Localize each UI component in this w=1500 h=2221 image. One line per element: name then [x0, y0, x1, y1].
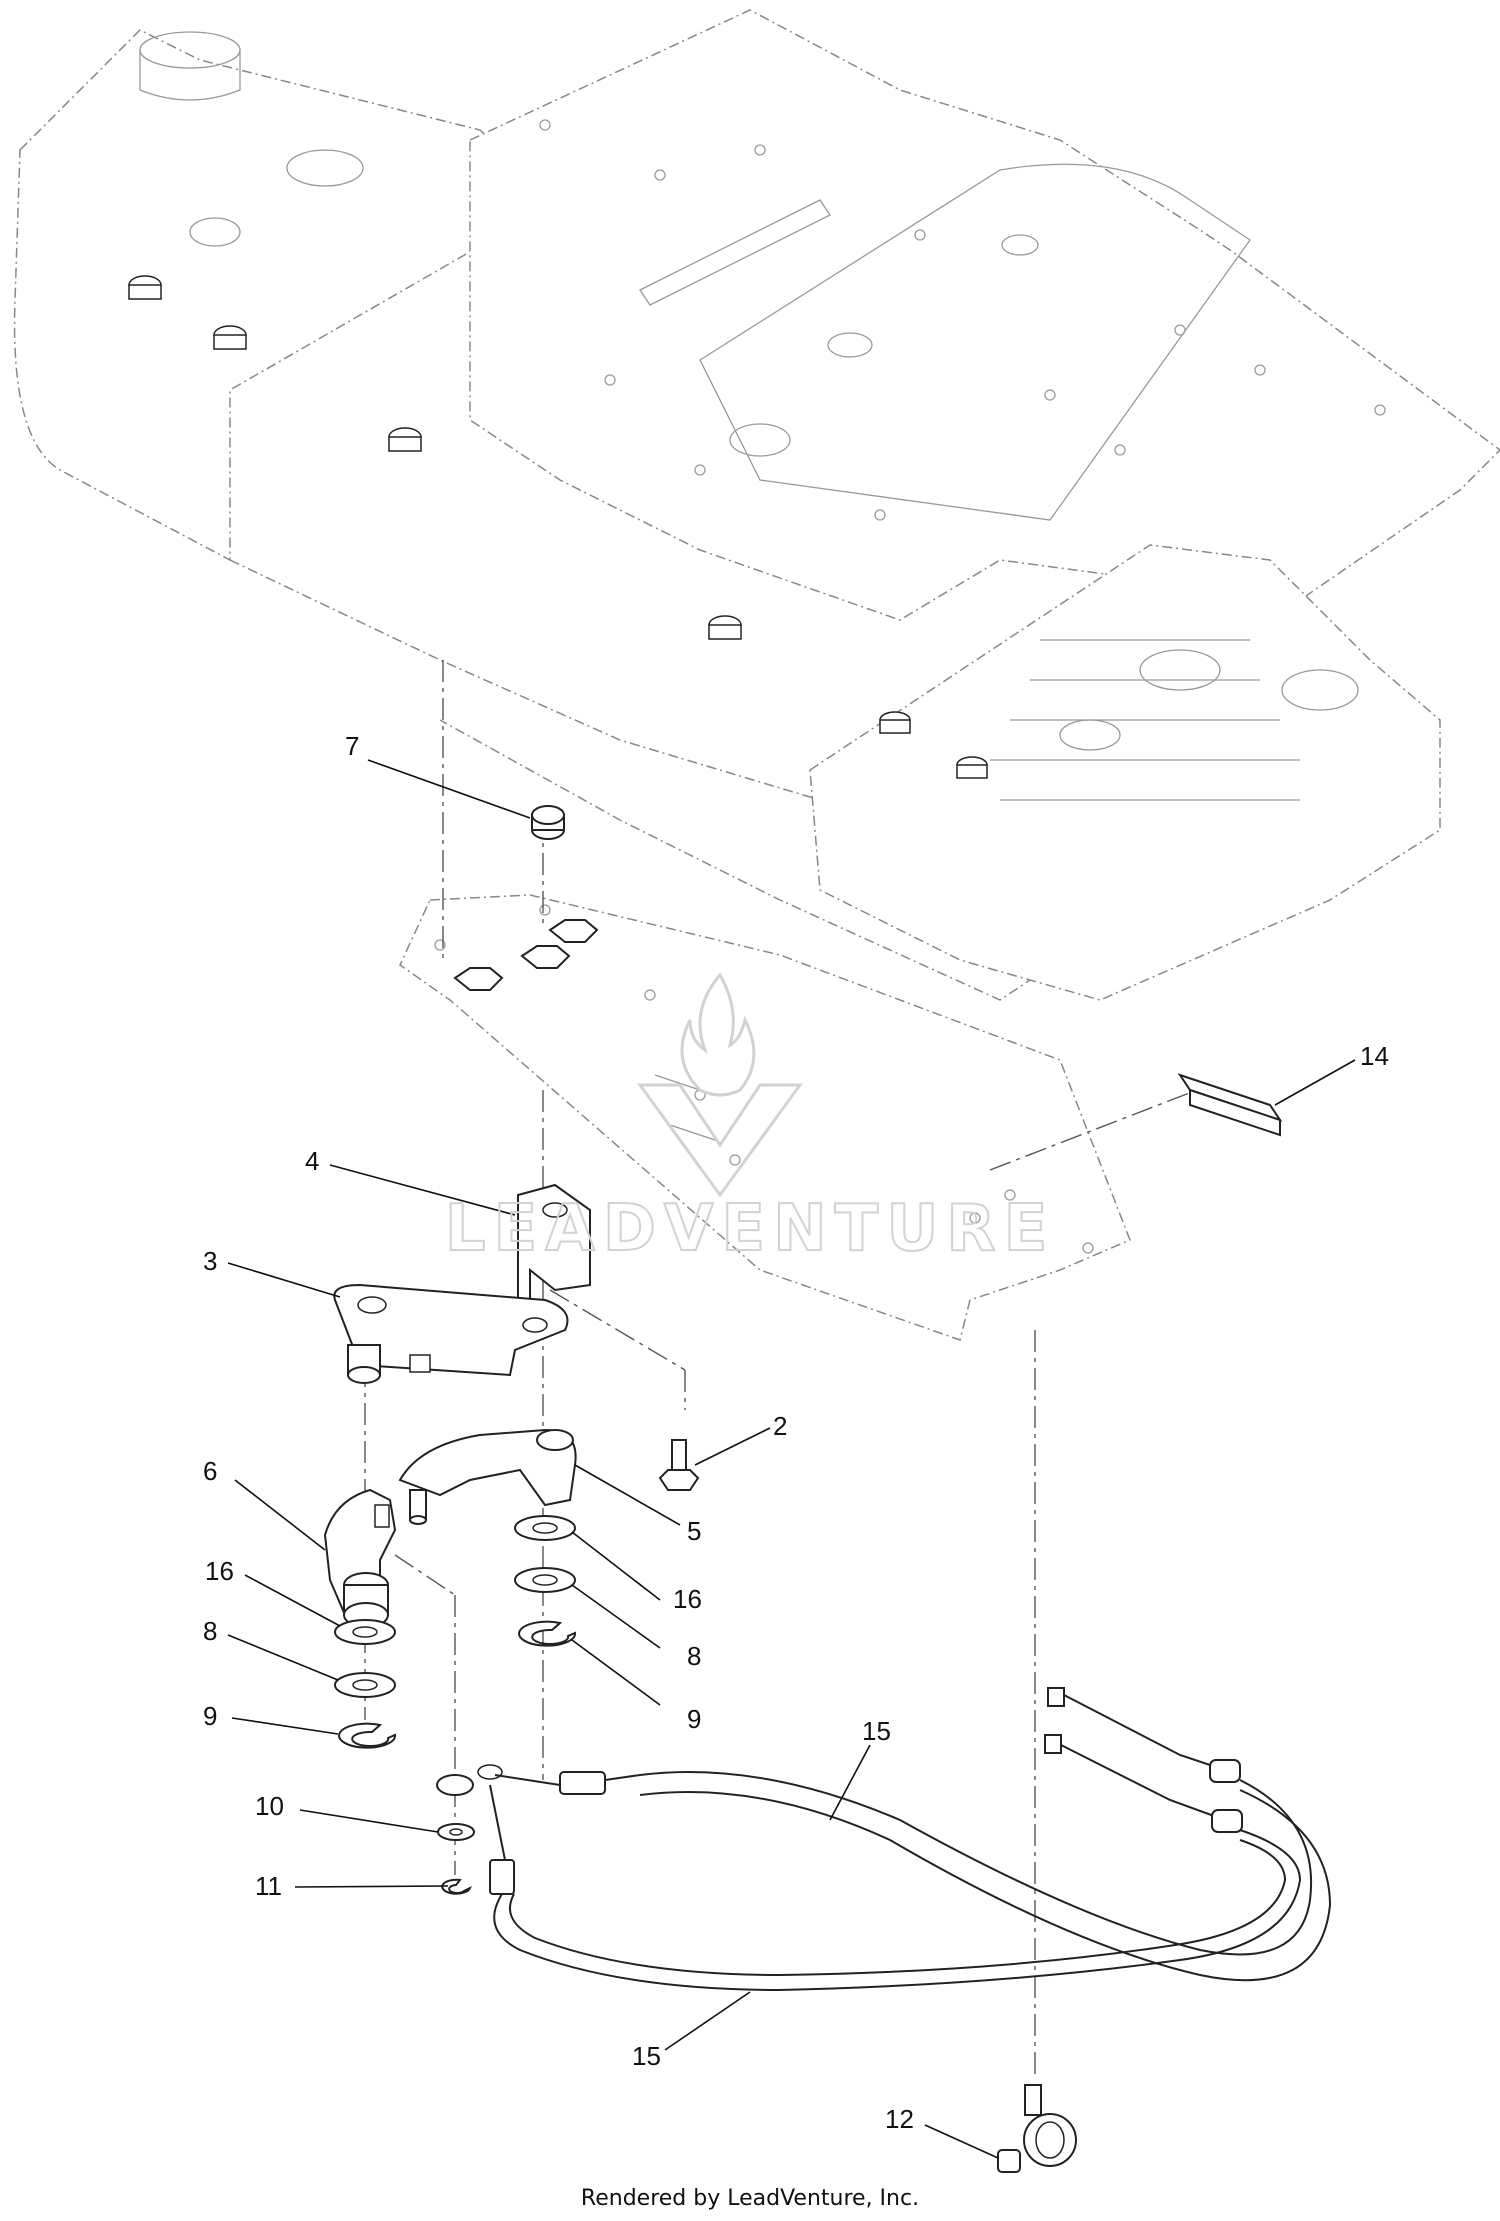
- callout-5: 5: [687, 1516, 701, 1546]
- watermark-text: LEADVENTURE: [445, 1192, 1056, 1266]
- callout-3: 3: [203, 1246, 217, 1276]
- bumper-strip-part-14: [1177, 1073, 1283, 1137]
- callout-4: 4: [305, 1146, 319, 1176]
- control-cables-part-15: [436, 1687, 1332, 1992]
- arm-part-6: [323, 1488, 397, 1628]
- arm-part-5: [398, 1428, 577, 1525]
- callout-2: 2: [773, 1411, 787, 1441]
- clip-part-11: [441, 1878, 472, 1895]
- washer-stack-right: [514, 1515, 577, 1647]
- mounting-plate: [399, 894, 1131, 1341]
- lever-arm-part-3: [333, 1283, 569, 1384]
- callout-11: 11: [255, 1871, 282, 1901]
- callout-10: 10: [255, 1791, 284, 1821]
- flange-nut-part-7: [531, 805, 565, 840]
- washer-stack-left: [334, 1619, 397, 1749]
- callout-16-right: 16: [673, 1584, 702, 1614]
- callout-12: 12: [885, 2104, 914, 2134]
- callout-8-left: 8: [203, 1616, 217, 1646]
- callout-labels: 7 4 3 14 2 6 5 16 16 8 8 9 9 15 10 11 15…: [203, 731, 1389, 2134]
- callout-15-lower: 15: [632, 2041, 661, 2071]
- callout-leader-lines: [227, 759, 1356, 2159]
- callout-16-left: 16: [205, 1556, 234, 1586]
- callout-8-right: 8: [687, 1641, 701, 1671]
- callout-14: 14: [1360, 1041, 1389, 1071]
- callout-9-right: 9: [687, 1704, 701, 1734]
- frame-ghost-assembly: [13, 9, 1500, 1001]
- footer-credit: Rendered by LeadVenture, Inc.: [581, 2186, 919, 2211]
- shoulder-bolt-part-2: [658, 1439, 700, 1491]
- leadventure-watermark: LEADVENTURE: [444, 972, 1056, 1267]
- bushing-part-12: [997, 2084, 1077, 2173]
- callout-15-upper: 15: [862, 1716, 891, 1746]
- callout-9-left: 9: [203, 1701, 217, 1731]
- callout-7: 7: [345, 731, 359, 761]
- washer-part-10: [437, 1823, 475, 1841]
- callout-6: 6: [203, 1456, 217, 1486]
